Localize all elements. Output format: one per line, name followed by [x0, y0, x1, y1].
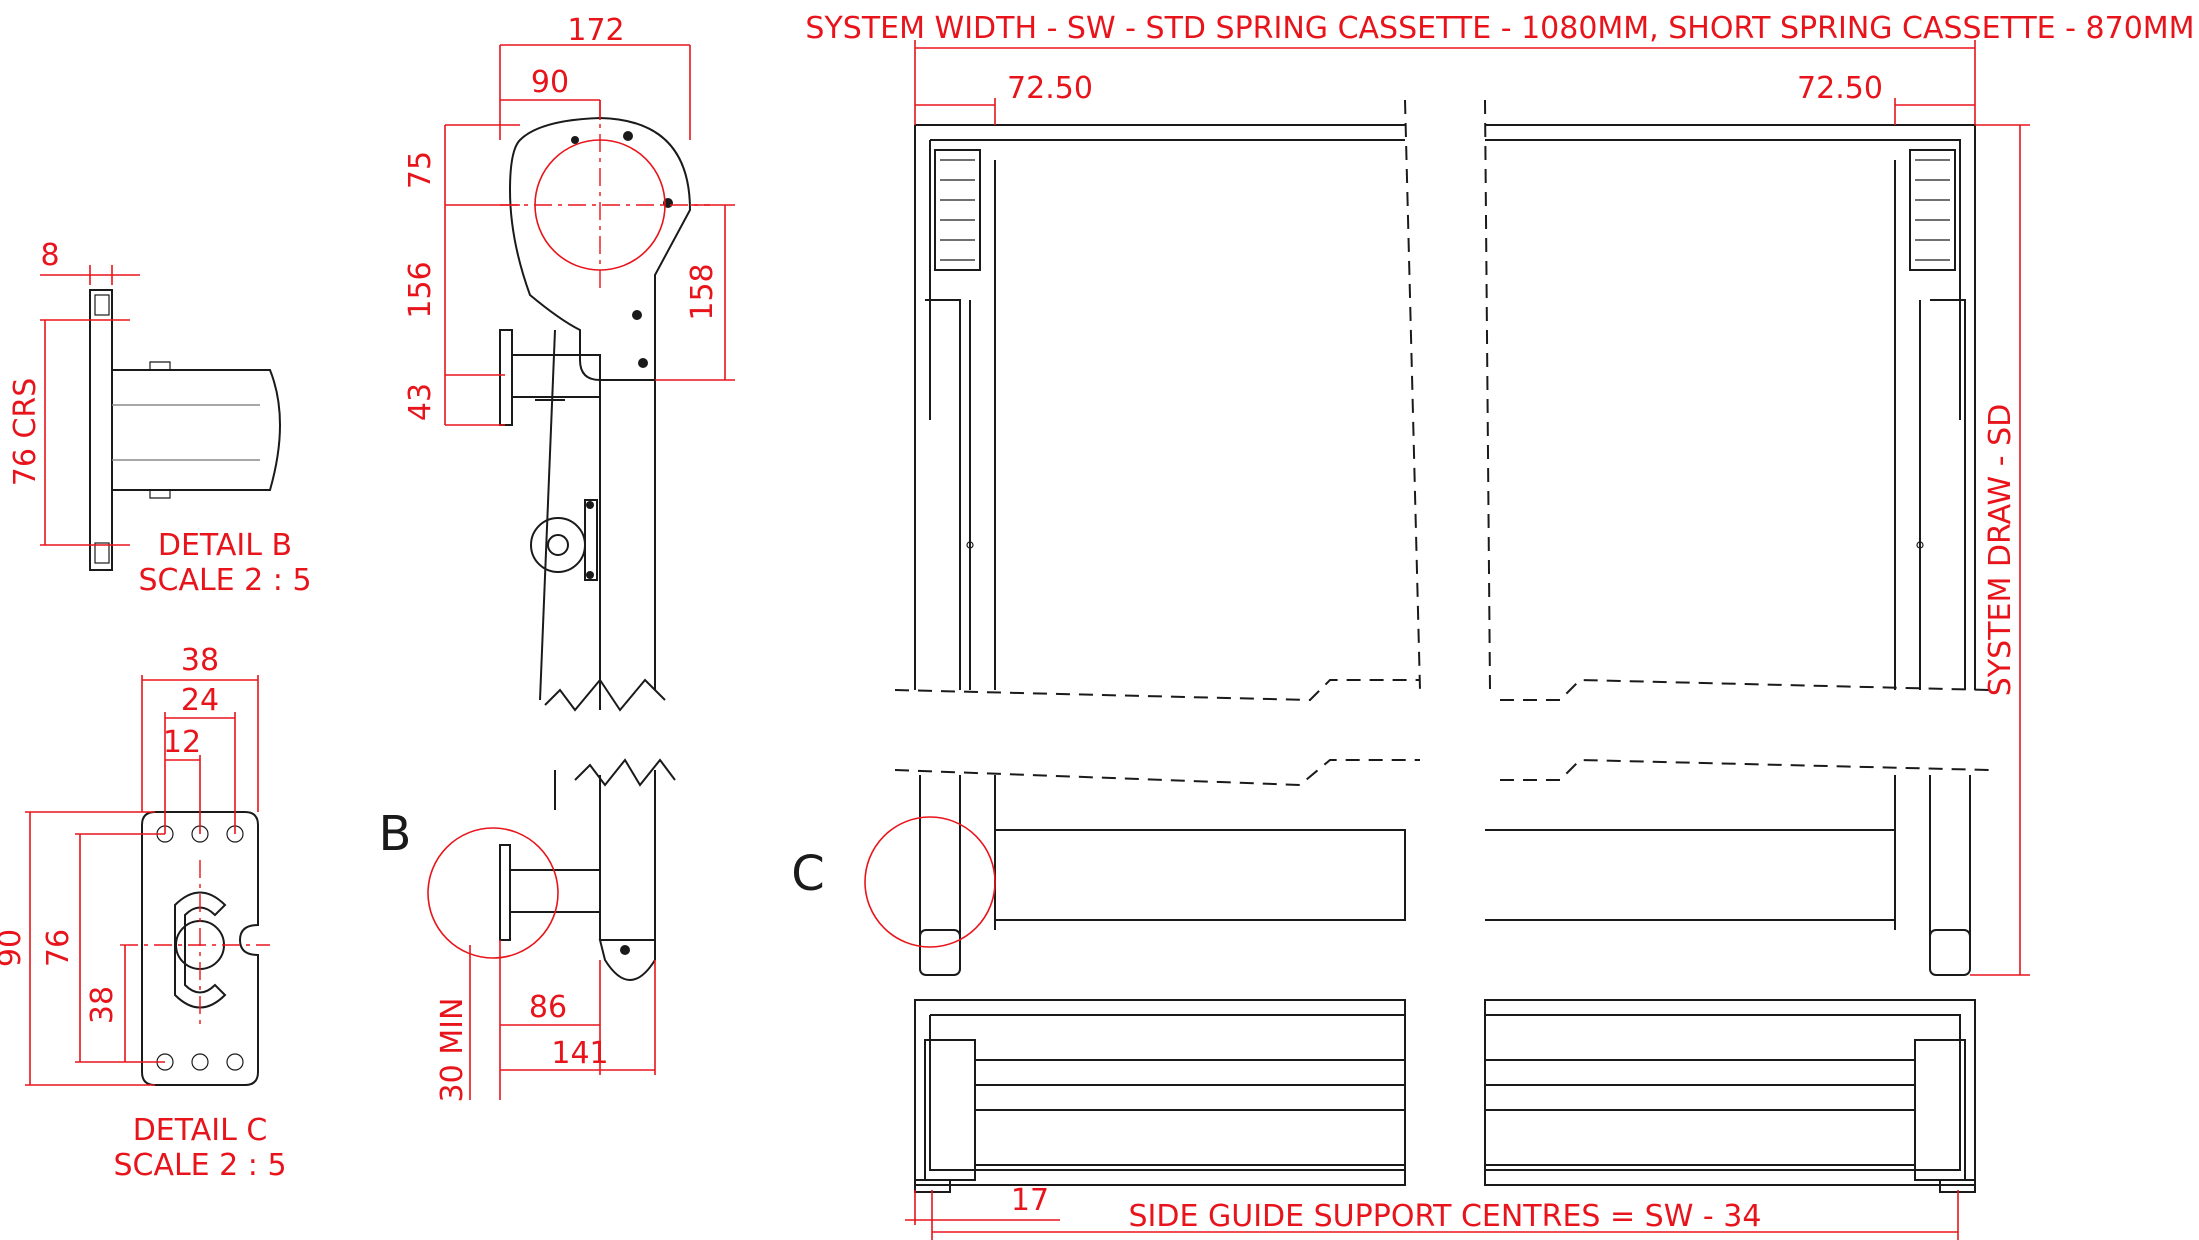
dim-43: 43 [403, 383, 438, 421]
front-view: C 72.50 72.50 SYSTEM DRAW - SD [791, 40, 2030, 976]
dim-141: 141 [551, 1036, 608, 1071]
dim-90: 90 [531, 65, 569, 100]
dim-12: 12 [163, 725, 201, 760]
dim-38-c: 38 [85, 986, 120, 1024]
dim-side-guide-centres: SIDE GUIDE SUPPORT CENTRES = SW - 34 [1129, 1199, 1762, 1234]
side-view: 172 90 75 156 43 158 [403, 13, 735, 712]
detail-c-title: DETAIL C [133, 1113, 268, 1148]
dim-90-c: 90 [0, 929, 28, 967]
dim-right-offset: 72.50 [1797, 71, 1883, 106]
dim-system-draw: SYSTEM DRAW - SD [1983, 404, 2018, 696]
dim-158: 158 [685, 263, 720, 320]
detail-b: 8 76 CRS DETAIL B SCALE 2 : 5 [8, 238, 312, 598]
bottom-view: 17 SIDE GUIDE SUPPORT CENTRES = SW - 34 [905, 999, 1976, 1240]
detail-c: 38 24 12 90 76 38 DETAIL C SCALE 2 : 5 [0, 643, 287, 1183]
dim-172: 172 [567, 13, 624, 48]
guide-roller [530, 517, 586, 573]
marker-b: B [379, 806, 412, 862]
detail-b-callout [427, 827, 559, 959]
detail-c-callout [864, 816, 996, 948]
dim-76-crs: 76 CRS [8, 378, 43, 487]
dim-left-offset: 72.50 [1007, 71, 1093, 106]
wall-plate [499, 329, 513, 426]
dim-86: 86 [529, 990, 567, 1025]
left-spring-cassette [934, 149, 981, 271]
dim-76-c: 76 [41, 929, 76, 967]
detail-c-scale: SCALE 2 : 5 [113, 1148, 286, 1183]
right-spring-cassette [1909, 149, 1956, 271]
lower-side-view: B 30 MIN 86 141 [379, 758, 676, 1103]
system-width-note: SYSTEM WIDTH - SW - STD SPRING CASSETTE … [805, 11, 2194, 46]
detail-b-scale: SCALE 2 : 5 [138, 563, 311, 598]
dim-30-min: 30 MIN [435, 998, 470, 1103]
dim-75: 75 [403, 151, 438, 189]
detail-b-title: DETAIL B [158, 528, 292, 563]
dim-8: 8 [40, 238, 59, 273]
dim-38: 38 [181, 643, 219, 678]
marker-c: C [791, 846, 825, 902]
dim-24: 24 [181, 683, 219, 718]
dim-156: 156 [403, 261, 438, 318]
dim-17: 17 [1011, 1183, 1049, 1218]
